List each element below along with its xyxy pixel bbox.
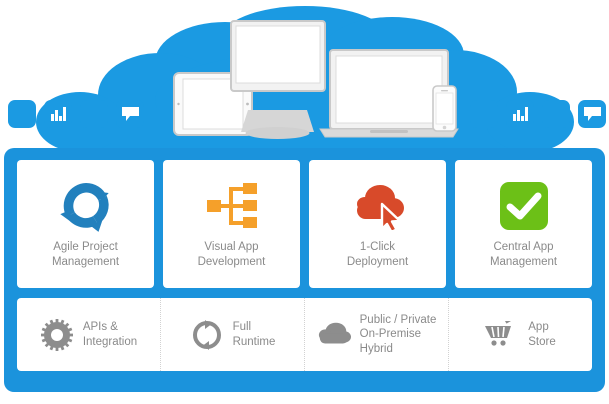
secondary-item-label: App Store bbox=[528, 321, 556, 348]
feature-card-agile-project-management[interactable]: Agile Project Management bbox=[17, 160, 154, 288]
shopping-cart-icon bbox=[485, 320, 519, 349]
platform-panel: Agile Project Management bbox=[4, 148, 605, 392]
feature-card-one-click-deployment[interactable]: 1-Click Deployment bbox=[309, 160, 446, 288]
feature-card-central-app-management[interactable]: Central App Management bbox=[455, 160, 592, 288]
blank-app-icon[interactable] bbox=[542, 100, 570, 128]
feature-card-label: Central App Management bbox=[489, 241, 558, 268]
feature-card-label: Agile Project Management bbox=[51, 241, 120, 268]
bar-chart-icon[interactable] bbox=[506, 100, 534, 128]
speech-bubble-icon[interactable] bbox=[116, 100, 144, 128]
bar-chart-icon[interactable] bbox=[44, 100, 72, 128]
cycle-arrows-icon bbox=[59, 179, 112, 233]
blank-app-icon[interactable] bbox=[470, 100, 498, 128]
app-chip-row-left bbox=[8, 100, 144, 128]
blank-app-icon[interactable] bbox=[8, 100, 36, 128]
secondary-item-deployment-options[interactable]: Public / Private On-Premise Hybrid bbox=[305, 298, 449, 371]
secondary-item-apis-integration[interactable]: APIs & Integration bbox=[17, 298, 161, 371]
smartphone-device bbox=[432, 85, 457, 132]
cloud-icon bbox=[317, 322, 351, 348]
secondary-feature-strip: APIs & Integration Full Runtime bbox=[17, 298, 592, 371]
feature-card-label: Visual App Development bbox=[197, 241, 266, 268]
secondary-item-label: APIs & Integration bbox=[82, 321, 138, 348]
secondary-item-label: Full Runtime bbox=[232, 321, 276, 348]
hierarchy-tree-icon bbox=[206, 179, 257, 233]
app-chip-row-right bbox=[470, 100, 606, 128]
cloud-cursor-icon bbox=[350, 179, 406, 233]
desktop-monitor-device bbox=[230, 20, 326, 139]
green-check-badge-icon bbox=[499, 179, 548, 233]
secondary-item-app-store[interactable]: App Store bbox=[449, 298, 592, 371]
secondary-item-label: Public / Private On-Premise Hybrid bbox=[359, 313, 437, 355]
gear-icon bbox=[40, 318, 74, 351]
speech-bubble-icon[interactable] bbox=[578, 100, 606, 128]
hero-illustration bbox=[0, 0, 609, 160]
feature-card-label: 1-Click Deployment bbox=[346, 241, 409, 268]
laptop-device bbox=[319, 49, 459, 138]
cloud-shape bbox=[36, 6, 574, 152]
secondary-item-full-runtime[interactable]: Full Runtime bbox=[161, 298, 305, 371]
blank-app-icon[interactable] bbox=[80, 100, 108, 128]
feature-card-visual-app-development[interactable]: Visual App Development bbox=[163, 160, 300, 288]
refresh-circle-icon bbox=[190, 319, 224, 350]
feature-card-row: Agile Project Management bbox=[17, 160, 592, 288]
